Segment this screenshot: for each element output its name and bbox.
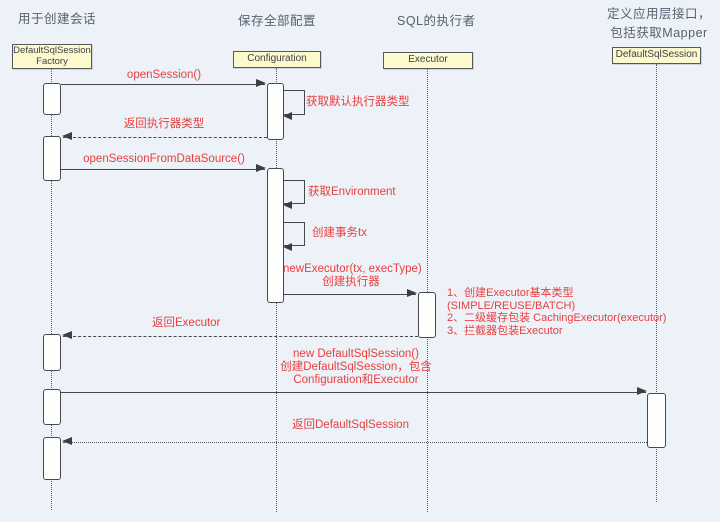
message-label-new-session-line3: Configuration和Executor bbox=[293, 374, 419, 386]
note-line-1: 1、创建Executor基本类型 bbox=[447, 287, 574, 299]
message-label-get-default-executor-type: 获取默认执行器类型 bbox=[306, 96, 410, 108]
note-line-2: (SIMPLE/REUSE/BATCH) bbox=[447, 299, 576, 312]
participant-executor-label: Executor bbox=[408, 54, 448, 66]
message-label-open-session-from-datasource: openSessionFromDataSource() bbox=[83, 153, 245, 165]
message-arrow-return-executor-type bbox=[62, 132, 267, 140]
message-label-open-session: openSession() bbox=[126, 69, 202, 81]
message-label-new-session-line2: 创建DefaultSqlSession，包含 bbox=[280, 361, 432, 373]
participant-executor: Executor bbox=[383, 52, 473, 69]
activation-factory-3 bbox=[43, 334, 61, 371]
lifeline-executor bbox=[427, 69, 428, 512]
participant-configuration-label: Configuration bbox=[247, 53, 307, 65]
activation-factory-1 bbox=[43, 83, 61, 115]
participant-configuration: Configuration bbox=[233, 51, 321, 68]
self-message-get-default-executor-type bbox=[283, 90, 305, 120]
message-label-return-executor: 返回Executor bbox=[152, 317, 221, 329]
message-arrow-new-session bbox=[61, 387, 647, 395]
message-arrow-return-session bbox=[62, 437, 647, 445]
activation-factory-5 bbox=[43, 437, 61, 480]
message-label-new-session: new DefaultSqlSession() 创建DefaultSqlSess… bbox=[270, 348, 442, 387]
message-label-get-environment: 获取Environment bbox=[308, 186, 396, 198]
message-arrow-new-executor bbox=[284, 289, 417, 297]
note-line-3: 2、二级缓存包装 CachingExecutor(executor) bbox=[447, 312, 667, 324]
role-label-factory: 用于创建会话 bbox=[18, 12, 97, 26]
participant-factory-line1: DefaultSqlSession bbox=[13, 45, 91, 56]
message-arrow-open-session bbox=[61, 79, 266, 87]
message-label-new-executor-line2: 创建执行器 bbox=[322, 276, 380, 288]
role-label-session: 定义应用层接口， 包括获取Mapper bbox=[598, 3, 720, 41]
role-label-executor: SQL的执行者 bbox=[397, 14, 476, 28]
message-label-return-executor-type: 返回执行器类型 bbox=[123, 118, 205, 130]
activation-factory-2 bbox=[43, 136, 61, 181]
lifeline-session bbox=[656, 64, 657, 502]
participant-factory-line2: Factory bbox=[36, 55, 68, 67]
lifeline-factory bbox=[51, 67, 52, 510]
participant-factory: DefaultSqlSession Factory bbox=[12, 44, 92, 69]
role-label-session-line2: 包括获取Mapper bbox=[610, 26, 708, 40]
self-message-get-environment bbox=[283, 180, 305, 209]
role-label-session-line1: 定义应用层接口， bbox=[606, 7, 711, 21]
activation-executor-1 bbox=[418, 292, 436, 338]
note-line-4: 3、拦截器包装Executor bbox=[447, 324, 563, 337]
message-arrow-return-executor bbox=[62, 331, 418, 339]
message-label-new-session-line1: new DefaultSqlSession() bbox=[293, 348, 419, 360]
participant-session-label: DefaultSqlSession bbox=[615, 49, 698, 61]
message-arrow-open-session-from-datasource bbox=[61, 164, 266, 172]
activation-configuration-2 bbox=[267, 168, 284, 303]
self-message-create-tx bbox=[283, 222, 305, 251]
message-label-return-session: 返回DefaultSqlSession bbox=[292, 419, 409, 431]
activation-session-1 bbox=[647, 393, 666, 448]
message-label-new-executor-line1: newExecutor(tx, execType) bbox=[283, 263, 422, 275]
message-label-create-tx: 创建事务tx bbox=[312, 227, 367, 239]
note-executor-creation: 1、创建Executor基本类型 (SIMPLE/REUSE/BATCH) 2、… bbox=[447, 287, 666, 337]
role-label-configuration: 保存全部配置 bbox=[238, 14, 317, 28]
message-label-new-executor: newExecutor(tx, execType) 创建执行器 bbox=[283, 263, 422, 289]
participant-session: DefaultSqlSession bbox=[612, 47, 701, 64]
activation-configuration-1 bbox=[267, 83, 284, 140]
activation-factory-4 bbox=[43, 389, 61, 425]
